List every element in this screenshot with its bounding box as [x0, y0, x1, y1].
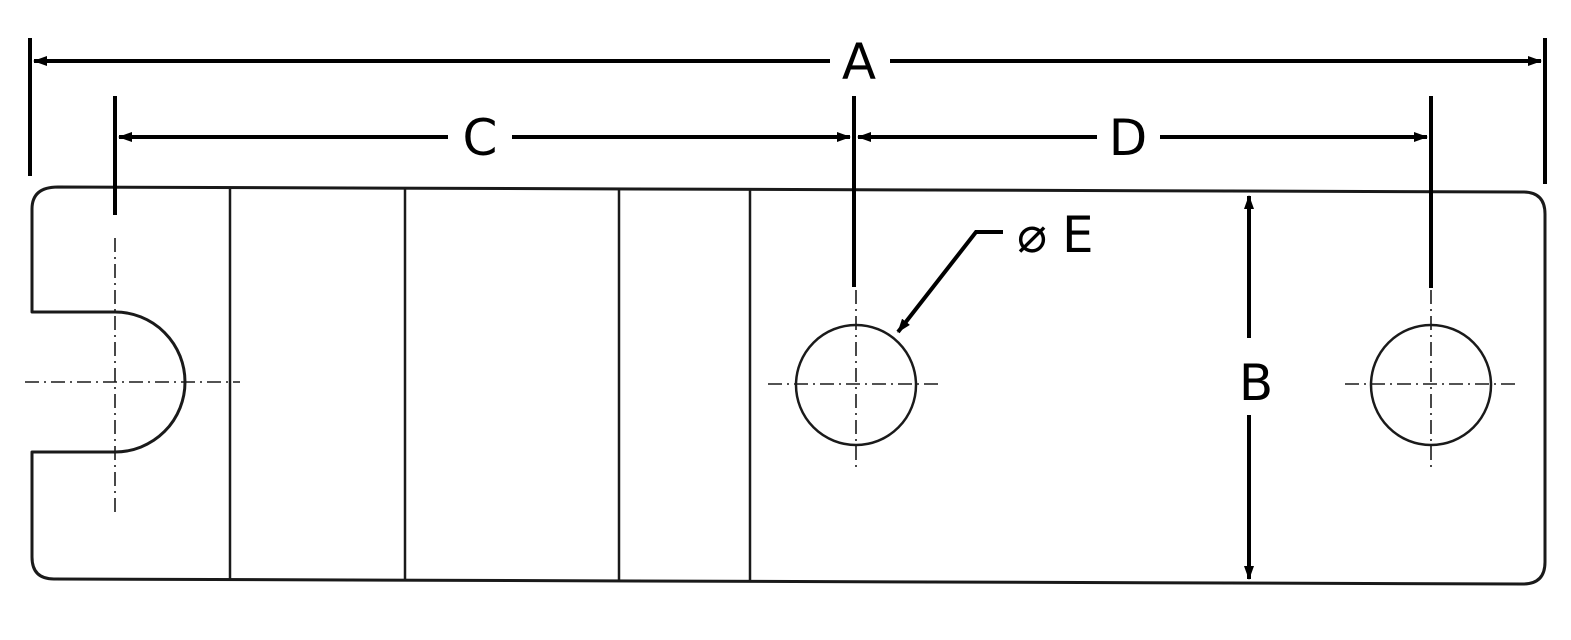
dimension-e: ⌀ E [896, 206, 1094, 334]
dimension-b: B [1239, 195, 1273, 580]
dimension-e-label: E [1062, 206, 1094, 264]
dimension-e-leader [896, 230, 1003, 334]
dimension-a: A [33, 33, 1542, 91]
dimension-a-label: A [842, 33, 876, 91]
dimension-c: C [118, 109, 851, 167]
dimension-c-label: C [463, 109, 498, 167]
dimension-d-label: D [1109, 109, 1148, 167]
part-outline [30, 185, 1547, 586]
dimension-d: D [857, 109, 1428, 167]
diameter-symbol: ⌀ [1017, 206, 1047, 264]
dimension-b-label: B [1239, 354, 1273, 412]
